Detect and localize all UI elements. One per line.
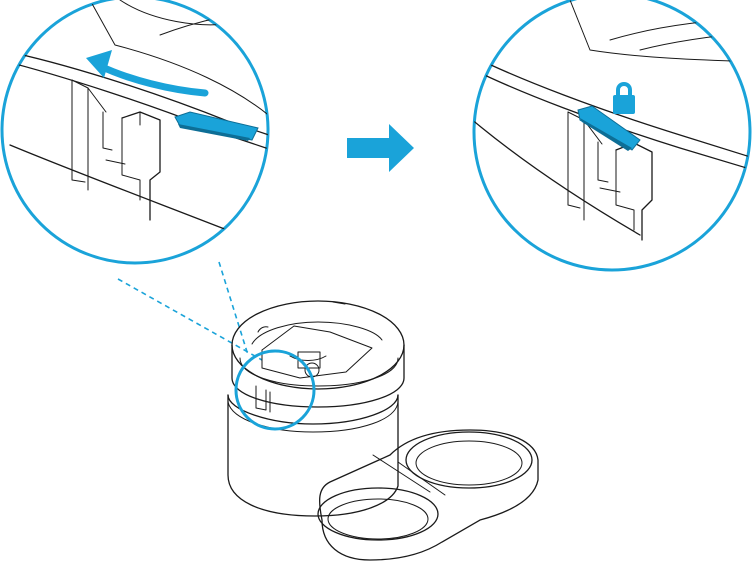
padlock-icon [613,82,635,114]
leader-lines [117,261,263,361]
pet-feeder-illustration [227,300,539,561]
before-locking-detail [0,0,270,265]
feeder-base [227,394,399,517]
feeder-hopper [231,300,405,413]
curved-arrow-icon [86,50,209,97]
double-bowl-tray [317,429,539,561]
detail-locator-ring [234,349,316,431]
after-locking-detail [472,0,752,272]
right-arrow-icon [347,124,414,172]
latch-tab-locked [577,105,641,151]
